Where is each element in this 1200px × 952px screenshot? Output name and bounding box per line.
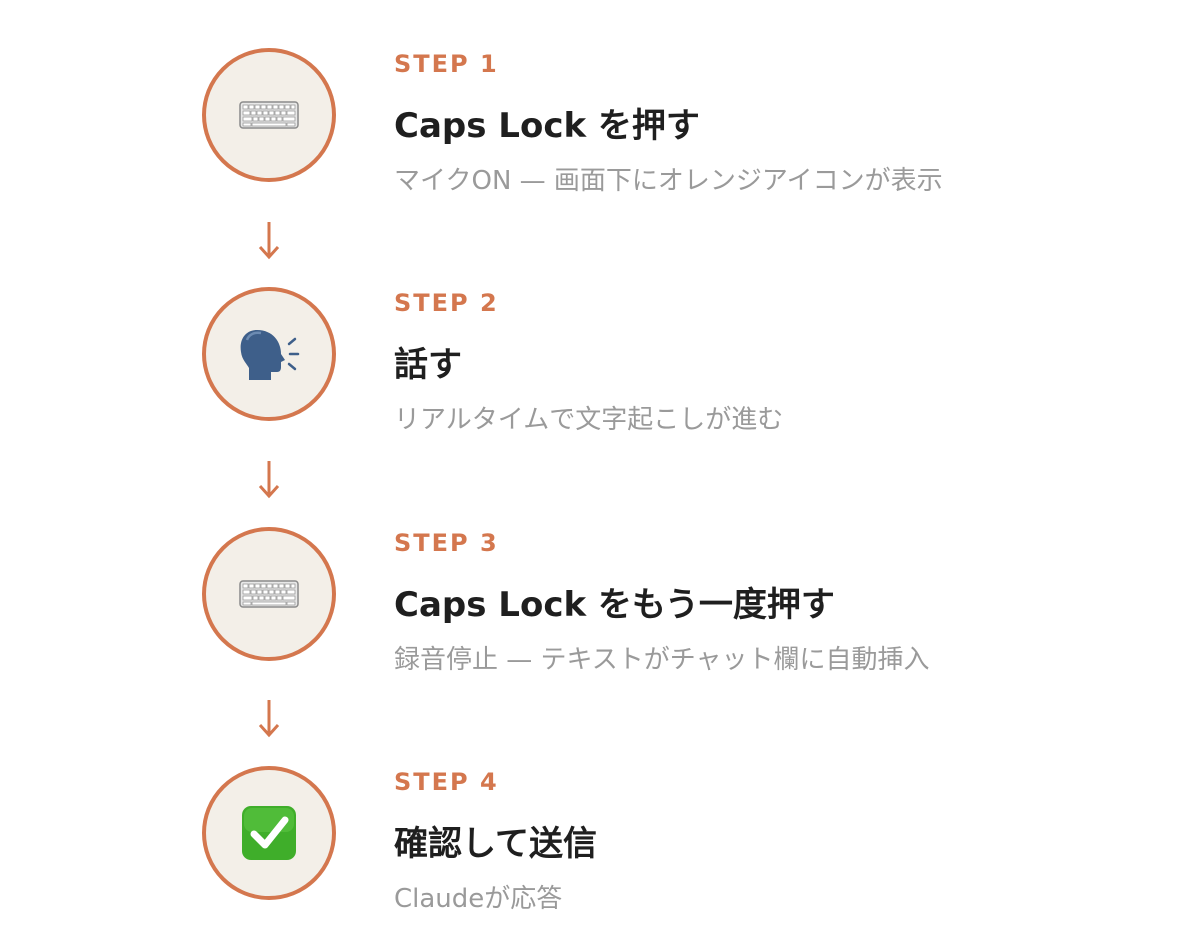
step-2: STEP 2 話す リアルタイムで文字起こしが進む [200,287,1100,435]
down-arrow-icon [254,696,284,740]
step-4-circle [202,766,336,900]
step-3-description: 録音停止 — テキストがチャット欄に自動挿入 [394,645,930,675]
step-1-circle [202,48,336,182]
step-4-description: Claudeが応答 [394,884,563,914]
keyboard-icon [239,101,299,129]
speaking-head-icon [237,326,301,382]
step-2-title: 話す [394,345,462,385]
keyboard-icon [239,580,299,608]
step-1-title: Caps Lock を押す [394,106,700,146]
down-arrow-icon [254,218,284,262]
step-3-circle [202,527,336,661]
step-2-label: STEP 2 [394,289,499,317]
down-arrow-icon [254,457,284,501]
step-1-description: マイクON — 画面下にオレンジアイコンが表示 [394,166,943,196]
step-2-description: リアルタイムで文字起こしが進む [394,405,784,435]
step-4: STEP 4 確認して送信 Claudeが応答 [200,766,1100,914]
step-4-label: STEP 4 [394,768,499,796]
step-1-label: STEP 1 [394,50,499,78]
step-3-title: Caps Lock をもう一度押す [394,585,835,625]
step-1: STEP 1 Caps Lock を押す マイクON — 画面下にオレンジアイコ… [200,48,1100,196]
step-3-label: STEP 3 [394,529,499,557]
check-mark-button-icon [240,804,298,862]
step-4-title: 確認して送信 [394,824,597,864]
step-3: STEP 3 Caps Lock をもう一度押す 録音停止 — テキストがチャッ… [200,527,1100,675]
step-2-circle [202,287,336,421]
